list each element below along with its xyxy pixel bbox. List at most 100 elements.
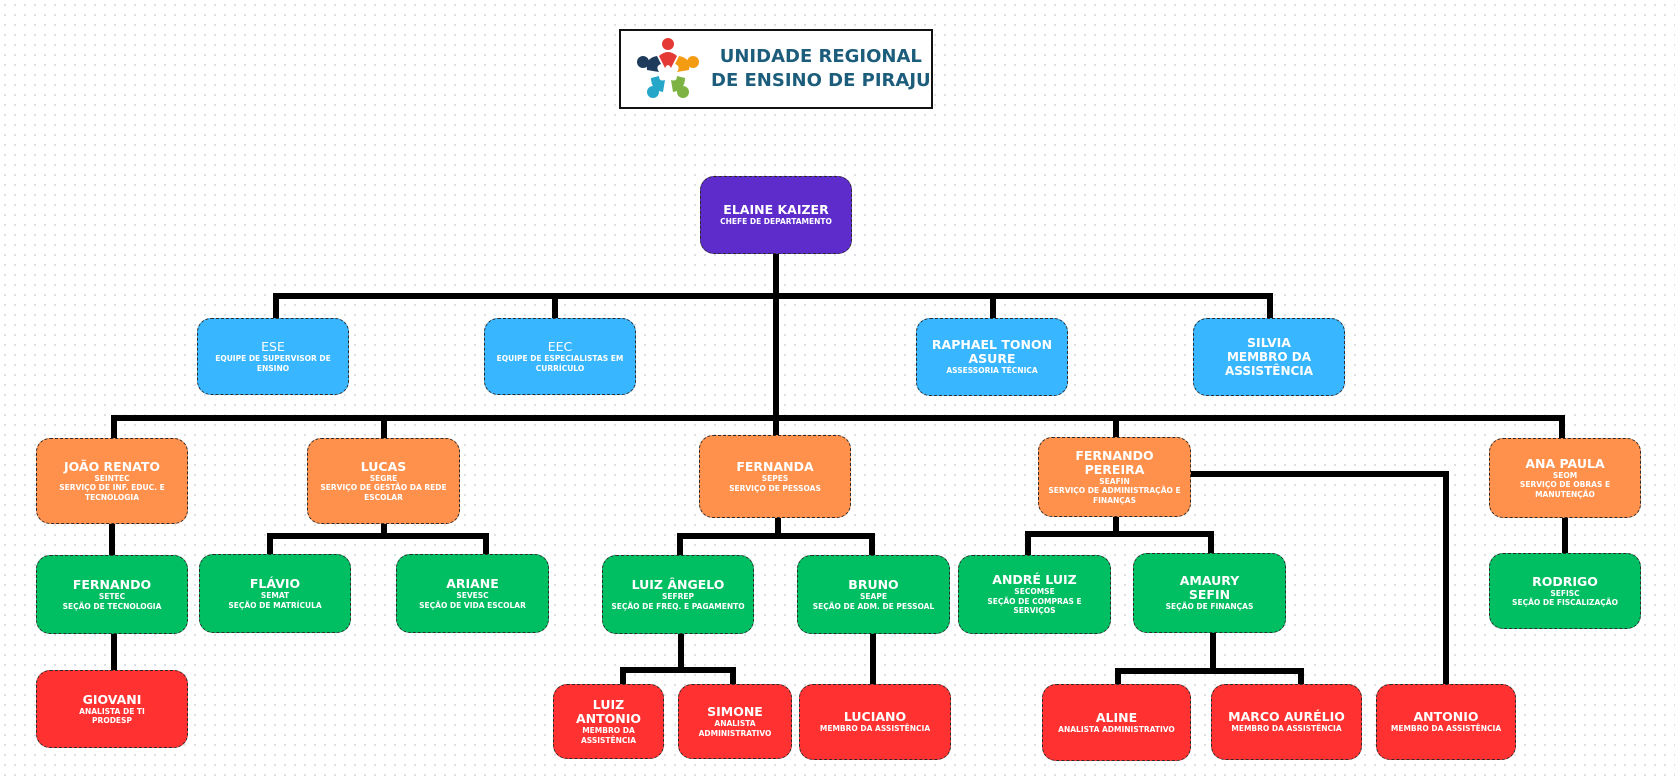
node-name: RAPHAEL TONON [931,337,1053,353]
node-rodrigo[interactable]: RODRIGO SEFISC SEÇÃO DE FISCALIZAÇÃO [1489,553,1641,629]
node-code: SEFIN [1188,587,1231,603]
node-name: SILVIA [1247,335,1291,350]
node-code: SEVESC [456,591,489,600]
connector [1113,531,1214,557]
node-role: ANALISTA ADMINISTRATIVO [1058,724,1175,734]
node-role: SERVIÇO DE ADMINISTRAÇÃO E FINANÇAS [1048,486,1181,505]
node-name: ANDRÉ LUIZ [992,572,1077,588]
node-giovani[interactable]: GIOVANI ANALISTA DE TI PRODESP [36,670,188,748]
node-code: SEINTEC [94,473,130,483]
node-code: SETEC [98,592,126,601]
node-marco-aurelio[interactable]: MARCO AURÉLIO MEMBRO DA ASSISTÊNCIA [1211,684,1362,760]
connector [381,533,489,559]
node-lucas[interactable]: LUCAS SEGRE SERVIÇO DE GESTÃO DA REDE ES… [307,438,460,524]
node-fernanda[interactable]: FERNANDA SEPES SERVIÇO DE PESSOAS [699,435,851,518]
node-name: ANTONIO [1413,709,1479,725]
connector [267,521,387,559]
org-title-line2: DE ENSINO DE PIRAJU [711,70,931,91]
node-name: LUCIANO [843,709,907,725]
node-role: EQUIPE DE ESPECIALISTAS EM CURRÍCULO [496,354,624,373]
node-name: FERNANDA [736,459,814,474]
node-simone[interactable]: SIMONE ANALISTA ADMINISTRATIVO [678,684,792,759]
node-bruno[interactable]: BRUNO SEAPE SEÇÃO DE ADM. DE PESSOAL [797,555,950,634]
connector [1188,471,1449,687]
node-name: ANA PAULA [1525,455,1605,471]
node-role: SERVIÇO DE INF. EDUC. E TECNOLOGIA [59,483,165,502]
node-luiz-antonio[interactable]: LUIZ ANTONIO MEMBRO DA ASSISTÊNCIA [553,684,664,759]
node-code: SEPES [761,474,789,483]
node-ariane[interactable]: ARIANE SEVESC SEÇÃO DE VIDA ESCOLAR [396,554,549,633]
node-elaine-kaizer[interactable]: ELAINE KAIZER CHEFE DE DEPARTAMENTO [700,176,852,254]
connector [775,533,875,559]
connector [1025,514,1119,559]
node-fernando-pereira[interactable]: FERNANDO PEREIRA SEAFIN SERVIÇO DE ADMIN… [1038,437,1191,517]
connector [620,631,684,687]
node-role: SEÇÃO DE TECNOLOGIA [62,601,162,611]
node-luciano[interactable]: LUCIANO MEMBRO DA ASSISTÊNCIA [799,684,951,760]
node-code: SEOM [1552,470,1578,480]
org-title-line1: UNIDADE REGIONAL [719,46,922,67]
org-header: UNIDADE REGIONAL DE ENSINO DE PIRAJU [619,29,933,109]
node-name: ARIANE [446,576,499,591]
node-name: LUIZ ANTONIO [575,697,642,726]
node-name: BRUNO [848,577,899,592]
node-name: FERNANDO PEREIRA [1075,447,1154,477]
node-role: ANALISTA DE TI PRODESP [79,706,145,726]
node-code: SEGRE [369,473,398,483]
node-role: SEÇÃO DE VIDA ESCOLAR [419,600,526,610]
node-code: SEAPE [860,592,887,601]
node-aline[interactable]: ALINE ANALISTA ADMINISTRATIVO [1042,684,1191,761]
node-name: ELAINE KAIZER [723,202,829,218]
node-antonio[interactable]: ANTONIO MEMBRO DA ASSISTÊNCIA [1376,684,1516,760]
node-name: FERNANDO [72,577,152,592]
node-name: LUCAS [360,458,407,474]
node-andre-luiz[interactable]: ANDRÉ LUIZ SECOMSE SEÇÃO DE COMPRAS E SE… [958,555,1111,634]
node-name: SIMONE [707,704,763,719]
node-name: FLÁVIO [249,576,301,591]
node-flavio[interactable]: FLÁVIO SEMAT SEÇÃO DE MATRÍCULA [199,554,351,633]
connector [1210,668,1304,687]
connector [111,415,1565,441]
node-code: SEFREP [661,592,695,601]
node-ese[interactable]: ESE EQUIPE DE SUPERVISOR DE ENSINO [197,318,349,395]
connector [273,293,1273,321]
node-ana-paula[interactable]: ANA PAULA SEOM SERVIÇO DE OBRAS E MANUTE… [1489,438,1641,518]
org-title: UNIDADE REGIONAL DE ENSINO DE PIRAJU [711,45,931,93]
node-role: EQUIPE DE SUPERVISOR DE ENSINO [215,354,331,373]
node-name: EEC [547,339,573,354]
node-code: SEAFIN [1099,476,1130,486]
node-role: MEMBRO DA ASSISTÊNCIA [1224,350,1314,378]
node-role: SERVIÇO DE PESSOAS [729,483,821,493]
node-name: GIOVANI [82,691,142,707]
node-role: ASSESSORIA TÉCNICA [946,366,1038,376]
node-amaury[interactable]: AMAURY SEFIN SEÇÃO DE FINANÇAS [1133,553,1286,633]
node-role: MEMBRO DA ASSISTÊNCIA [580,726,637,745]
node-role: SEÇÃO DE MATRÍCULA [228,600,322,610]
node-code: SEMAT [260,591,290,600]
node-code: SEFISC [1550,588,1580,598]
node-name: ALINE [1095,709,1138,725]
node-silvia[interactable]: SILVIA MEMBRO DA ASSISTÊNCIA [1193,318,1345,396]
node-fernando[interactable]: FERNANDO SETEC SEÇÃO DE TECNOLOGIA [36,555,188,634]
node-role: CHEFE DE DEPARTAMENTO [720,217,832,227]
node-name: LUIZ ÂNGELO [631,577,725,592]
node-role: SERVIÇO DE GESTÃO DA REDE ESCOLAR [320,483,447,502]
connector [678,667,736,687]
node-role: ANALISTA ADMINISTRATIVO [698,719,772,738]
node-eec[interactable]: EEC EQUIPE DE ESPECIALISTAS EM CURRÍCULO [484,318,636,395]
node-name: MARCO AURÉLIO [1228,709,1345,725]
node-role: MEMBRO DA ASSISTÊNCIA [819,724,931,734]
connector [1115,630,1216,687]
node-role: SEÇÃO DE ADM. DE PESSOAL [812,601,935,611]
node-joao-renato[interactable]: JOÃO RENATO SEINTEC SERVIÇO DE INF. EDUC… [36,438,188,524]
node-luiz-angelo[interactable]: LUIZ ÂNGELO SEFREP SEÇÃO DE FREQ. E PAGA… [602,555,754,634]
node-name: AMAURY [1179,573,1240,589]
node-raphael-tonon[interactable]: RAPHAEL TONON ASURE ASSESSORIA TÉCNICA [916,318,1068,396]
node-name: ESE [261,339,285,354]
node-role: MEMBRO DA ASSISTÊNCIA [1390,724,1502,734]
node-role: SEÇÃO DE FREQ. E PAGAMENTO [611,601,745,611]
people-circle-logo-icon [637,38,699,98]
node-role: SEÇÃO DE FINANÇAS [1165,602,1254,612]
node-role: SEÇÃO DE COMPRAS E SERVIÇOS [987,596,1082,616]
